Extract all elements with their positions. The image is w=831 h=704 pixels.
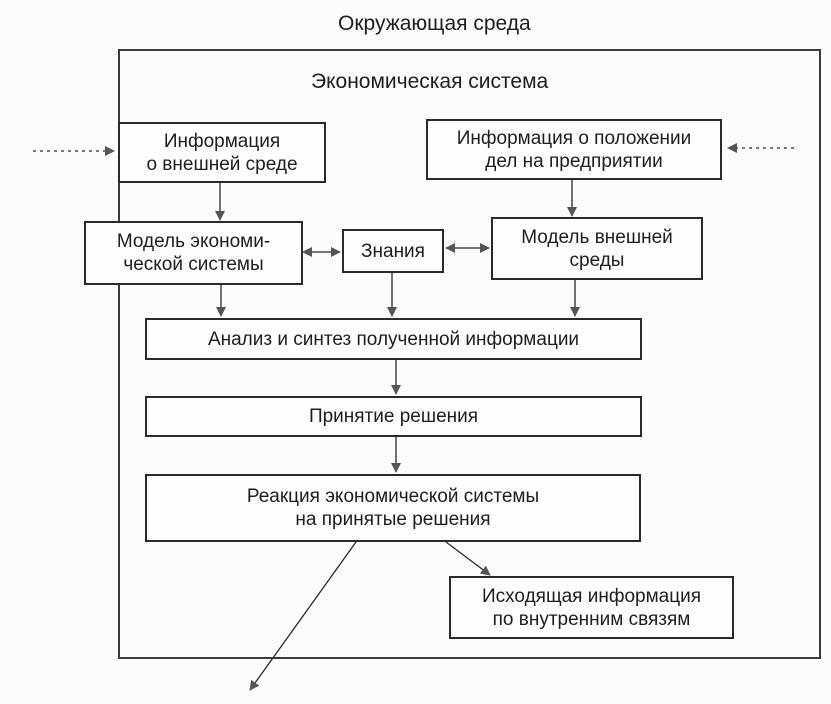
box-line: Исходящая информация [481,585,702,607]
box-line: Модель внешней [521,226,673,248]
box-line: ческой системы [123,254,264,275]
analysis-box: Анализ и синтез полученной информации [145,318,642,360]
economic-model-box: Модель экономи-ческой системы [84,221,303,285]
arrow-reaction-to-outgoing [445,541,491,576]
environment-title: Окружающая среда [338,12,531,35]
system-frame [118,49,821,659]
box-line: Модель экономи- [116,231,271,252]
box-line: Анализ и синтез полученной информации [207,328,580,350]
box-line: Информация [163,130,281,152]
box-line: среды [569,249,625,271]
box-line: Реакция экономической системы [246,486,540,507]
knowledge-box: Знания [342,229,444,273]
box-line: на принятые решения [295,509,491,530]
box-line: Принятие решения [308,406,479,427]
system-title: Экономическая система [311,70,549,93]
decision-box: Принятие решения [145,396,642,437]
box-line: дел на предприятии [485,150,663,172]
box-line: Информация о положении [456,127,692,149]
arrow-reaction-outward [249,541,357,691]
box-line: по внутренним связям [492,608,691,630]
box-line: о внешней среде [146,153,298,175]
box-line: Знания [361,240,425,262]
